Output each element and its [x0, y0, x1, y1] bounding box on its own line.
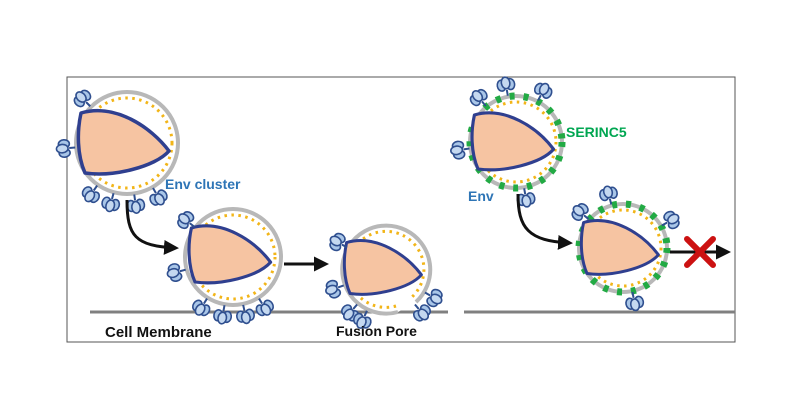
figure-frame [66, 76, 736, 343]
arrow-icon [516, 193, 573, 250]
arrow-icon [125, 199, 179, 255]
virion-1 [54, 85, 180, 216]
serinc5-label: SERINC5 [566, 124, 627, 140]
cell-membrane-label: Cell Membrane [105, 324, 212, 341]
virion-5 [567, 183, 684, 314]
env-spike [211, 302, 235, 327]
env-cluster-label: Env cluster [165, 176, 241, 192]
virion-3 [322, 223, 447, 333]
env-spike [54, 137, 77, 159]
red-x-icon [684, 236, 716, 268]
env-label: Env [468, 188, 494, 204]
fusion-pore-label: Fusion Pore [336, 323, 417, 339]
virion-2 [164, 207, 283, 327]
virion-4 [448, 74, 566, 210]
